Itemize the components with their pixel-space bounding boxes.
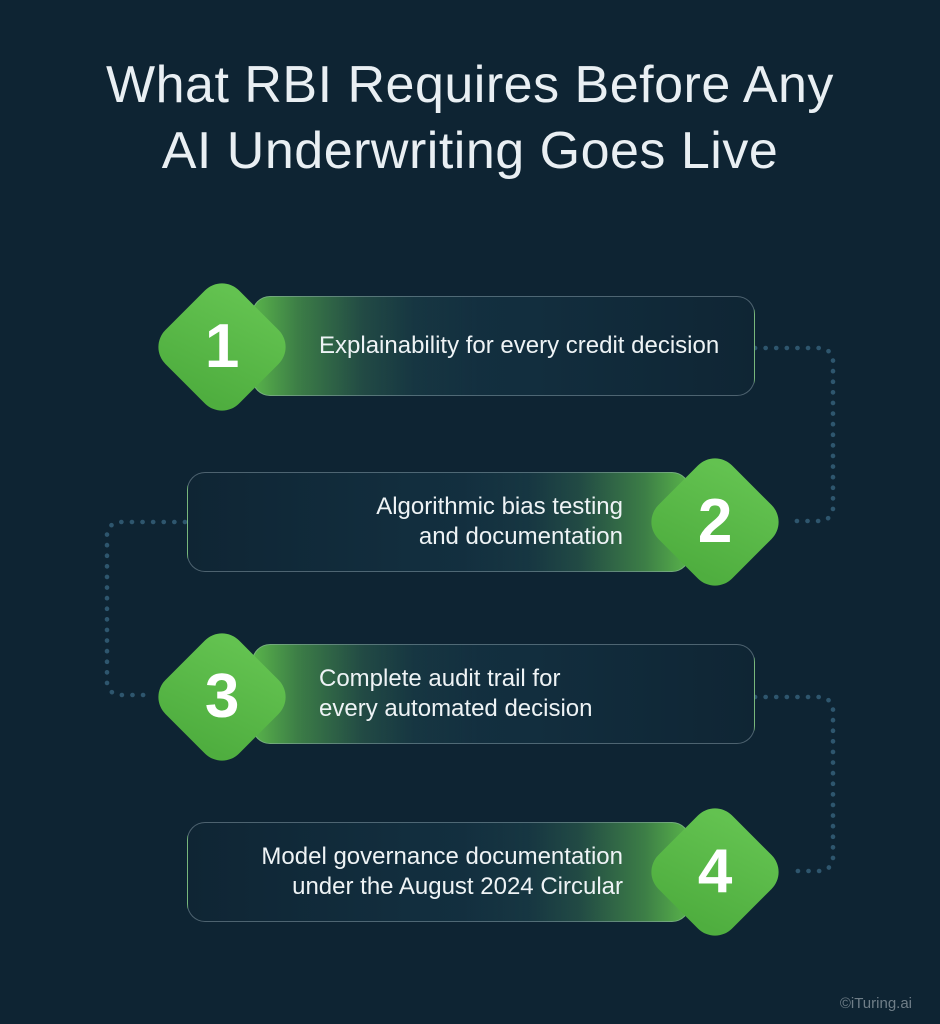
step-4-text-line2: under the August 2024 Circular (292, 873, 623, 900)
step-4-text-line1: Model governance documentation (261, 843, 623, 870)
step-card-4: Model governance documentation under the… (187, 822, 690, 922)
page-title-line1: What RBI Requires Before Any (106, 56, 834, 114)
step-card-3: Complete audit trail for every automated… (252, 644, 755, 744)
step-3-text-line1: Complete audit trail for (319, 665, 561, 692)
step-card-2: Algorithmic bias testing and documentati… (187, 472, 690, 572)
step-2-text-line2: and documentation (418, 523, 623, 550)
step-number-1: 1 (204, 311, 240, 381)
step-number-2: 2 (697, 486, 733, 556)
page-title-line2: AI Underwriting Goes Live (161, 122, 779, 180)
connector-dots-step3-step4 (752, 694, 836, 874)
connector-dots-step2-step3 (104, 519, 188, 698)
connector-dots-step1-step2 (752, 345, 836, 524)
step-1-text-line1: Explainability for every credit decision (319, 332, 720, 359)
step-2-text-line1: Algorithmic bias testing (376, 493, 623, 520)
copyright-credit: ©iTuring.ai (839, 995, 912, 1012)
step-number-4: 4 (697, 836, 733, 906)
step-3-text-line2: every automated decision (319, 695, 593, 722)
step-card-1: Explainability for every credit decision (252, 296, 755, 396)
page-title: What RBI Requires Before Any AI Underwri… (0, 52, 940, 184)
step-number-3: 3 (204, 661, 240, 731)
